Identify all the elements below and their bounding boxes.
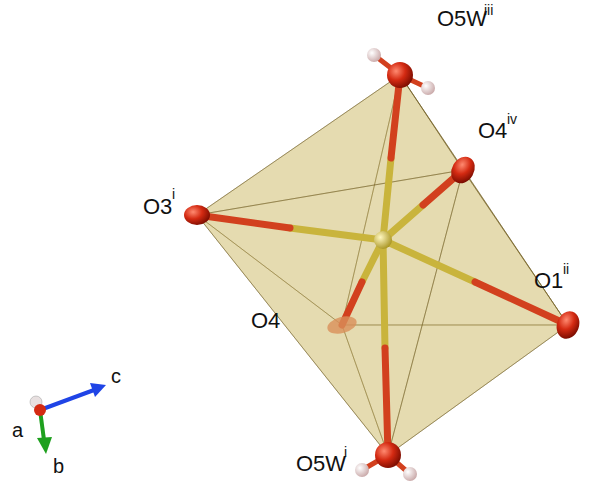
symmetry-code: i [172,187,175,201]
axis-label: a [12,420,23,440]
atom-label: O5W [296,453,346,475]
atoms [184,48,583,481]
axis-label: b [53,456,64,476]
bonds [197,55,568,474]
axis-label: c [111,366,121,386]
atom-label: O4 [251,310,280,332]
symmetry-code: ii [563,262,569,276]
polyhedron-faces [197,75,568,455]
symmetry-code: iv [507,112,517,126]
symmetry-code: iii [484,3,493,17]
atom-label: O5W [437,8,487,30]
atom-label: O3 [143,196,172,218]
atom-label: O4 [478,120,507,142]
symmetry-code: i [344,445,347,459]
axis-gizmo [30,383,106,454]
atom-label: O1 [534,270,563,292]
